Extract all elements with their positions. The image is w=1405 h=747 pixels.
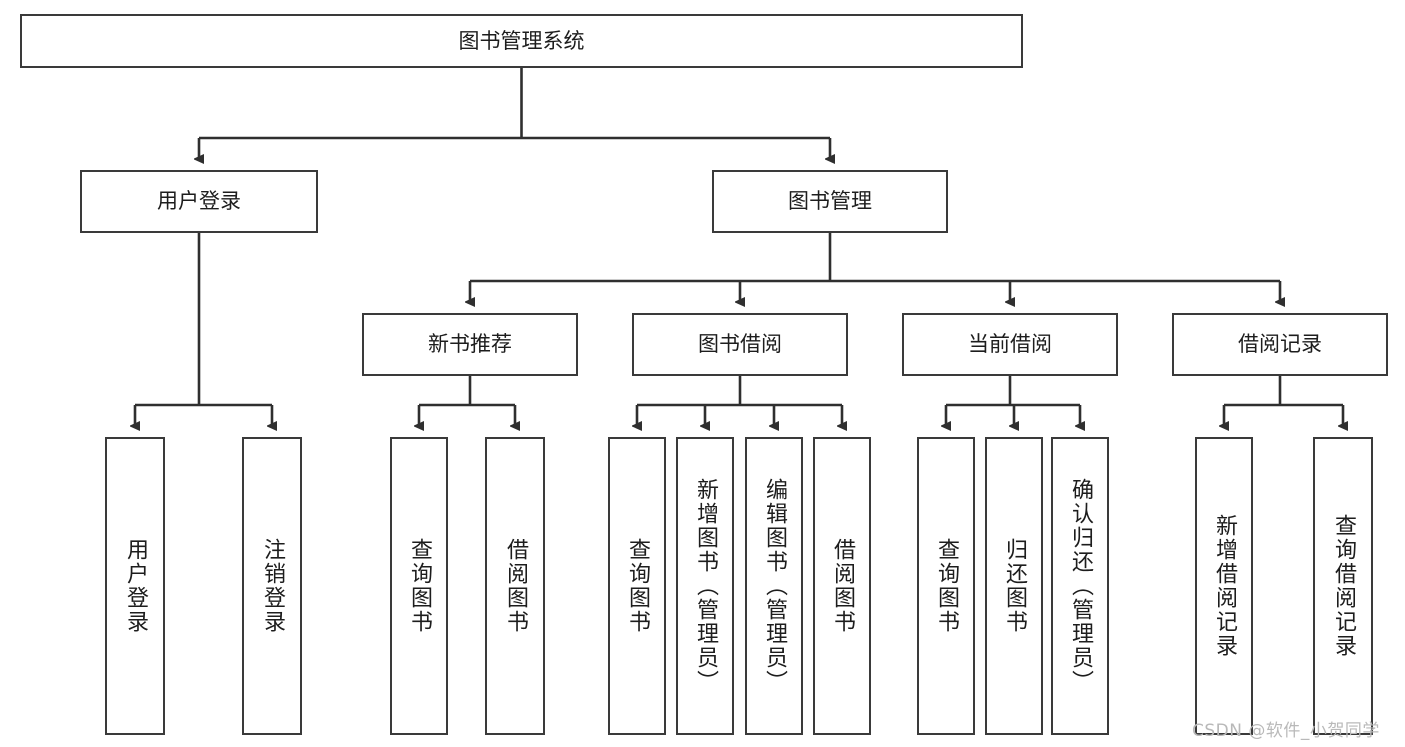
node-l7[interactable]: 编辑图书（管理员） bbox=[745, 437, 803, 735]
node-login[interactable]: 用户登录 bbox=[80, 170, 318, 233]
node-label: 注销登录 bbox=[259, 538, 285, 634]
node-label: 查询借阅记录 bbox=[1330, 514, 1356, 658]
node-label: 借阅图书 bbox=[502, 538, 528, 634]
node-borrow[interactable]: 图书借阅 bbox=[632, 313, 848, 376]
node-label: 借阅记录 bbox=[1238, 332, 1322, 357]
node-label: 编辑图书（管理员） bbox=[761, 478, 787, 694]
node-label: 查询图书 bbox=[933, 538, 959, 634]
node-records[interactable]: 借阅记录 bbox=[1172, 313, 1388, 376]
node-l12[interactable]: 新增借阅记录 bbox=[1195, 437, 1253, 735]
node-newbook[interactable]: 新书推荐 bbox=[362, 313, 578, 376]
node-l13[interactable]: 查询借阅记录 bbox=[1313, 437, 1373, 735]
node-current[interactable]: 当前借阅 bbox=[902, 313, 1118, 376]
watermark-text: CSDN @软件_小贺同学 bbox=[1192, 721, 1380, 741]
node-label: 图书管理 bbox=[788, 189, 872, 214]
node-label: 确认归还（管理员） bbox=[1067, 478, 1093, 694]
node-l11[interactable]: 确认归还（管理员） bbox=[1051, 437, 1109, 735]
node-l1[interactable]: 用户登录 bbox=[105, 437, 165, 735]
node-label: 查询图书 bbox=[406, 538, 432, 634]
node-l4[interactable]: 借阅图书 bbox=[485, 437, 545, 735]
node-label: 新书推荐 bbox=[428, 332, 512, 357]
node-label: 图书借阅 bbox=[698, 332, 782, 357]
node-bookmgmt[interactable]: 图书管理 bbox=[712, 170, 948, 233]
node-l10[interactable]: 归还图书 bbox=[985, 437, 1043, 735]
node-label: 用户登录 bbox=[122, 538, 148, 634]
node-label: 新增图书（管理员） bbox=[692, 478, 718, 694]
node-label: 借阅图书 bbox=[829, 538, 855, 634]
node-label: 当前借阅 bbox=[968, 332, 1052, 357]
node-l2[interactable]: 注销登录 bbox=[242, 437, 302, 735]
node-l3[interactable]: 查询图书 bbox=[390, 437, 448, 735]
node-l8[interactable]: 借阅图书 bbox=[813, 437, 871, 735]
node-label: 归还图书 bbox=[1001, 538, 1027, 634]
node-l9[interactable]: 查询图书 bbox=[917, 437, 975, 735]
node-l6[interactable]: 新增图书（管理员） bbox=[676, 437, 734, 735]
node-label: 查询图书 bbox=[624, 538, 650, 634]
node-root[interactable]: 图书管理系统 bbox=[20, 14, 1023, 68]
node-label: 图书管理系统 bbox=[458, 28, 585, 53]
node-label: 用户登录 bbox=[157, 189, 241, 214]
node-label: 新增借阅记录 bbox=[1211, 514, 1237, 658]
node-l5[interactable]: 查询图书 bbox=[608, 437, 666, 735]
